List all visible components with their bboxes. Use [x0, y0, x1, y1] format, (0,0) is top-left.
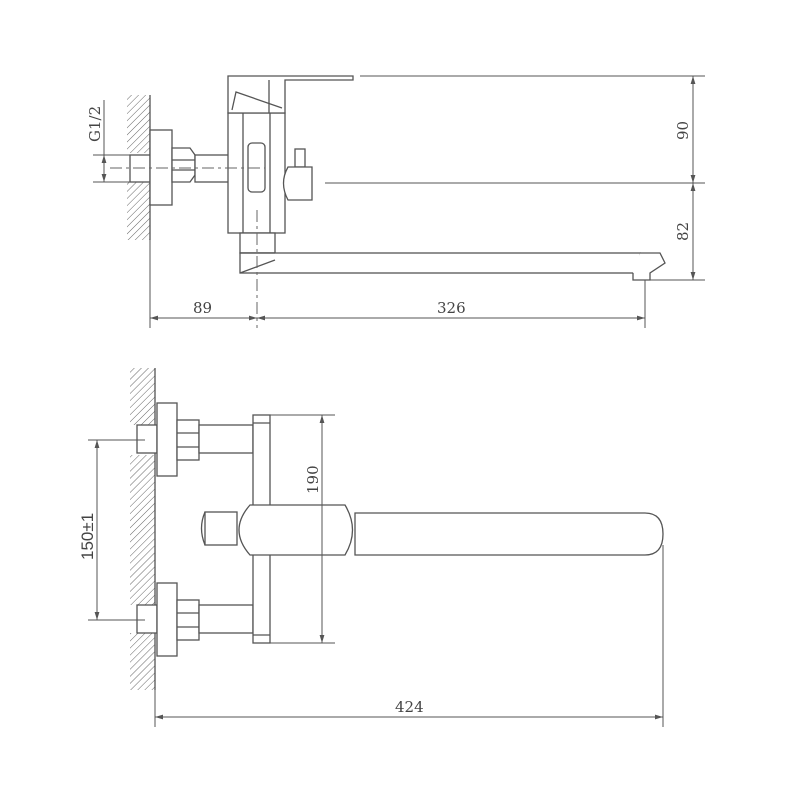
top-view: 190 150±1 424 — [78, 368, 664, 727]
dimension-89: 89 — [150, 299, 257, 321]
diverter — [282, 148, 313, 201]
dimension-150: 150±1 — [78, 439, 145, 621]
dimension-90: 90 — [674, 76, 696, 183]
dimension-326: 326 — [257, 299, 645, 321]
dimension-82: 82 — [674, 183, 696, 280]
thread-size-label: G1/2 — [86, 106, 104, 142]
lower-connection — [136, 582, 254, 657]
centerlines — [110, 75, 705, 328]
height-lower-label: 82 — [674, 222, 692, 241]
spout — [239, 252, 666, 281]
mixer-body — [227, 75, 354, 254]
dimension-190: 190 — [304, 415, 325, 643]
side-view: G1/2 90 82 89 326 — [86, 75, 705, 328]
upper-connection — [136, 402, 254, 477]
dimension-424: 424 — [155, 545, 664, 727]
body-height-label: 190 — [304, 465, 322, 494]
total-length-label: 424 — [395, 698, 424, 716]
inlet-spacing-label: 150±1 — [78, 513, 97, 560]
wall-section-lower — [130, 368, 156, 727]
wall-offset-label: 89 — [193, 299, 212, 317]
height-upper-label: 90 — [674, 121, 692, 140]
spout-top — [200, 504, 664, 556]
dimension-thread: G1/2 — [86, 100, 130, 183]
wall-section — [127, 95, 151, 328]
spout-reach-label: 326 — [437, 299, 466, 317]
